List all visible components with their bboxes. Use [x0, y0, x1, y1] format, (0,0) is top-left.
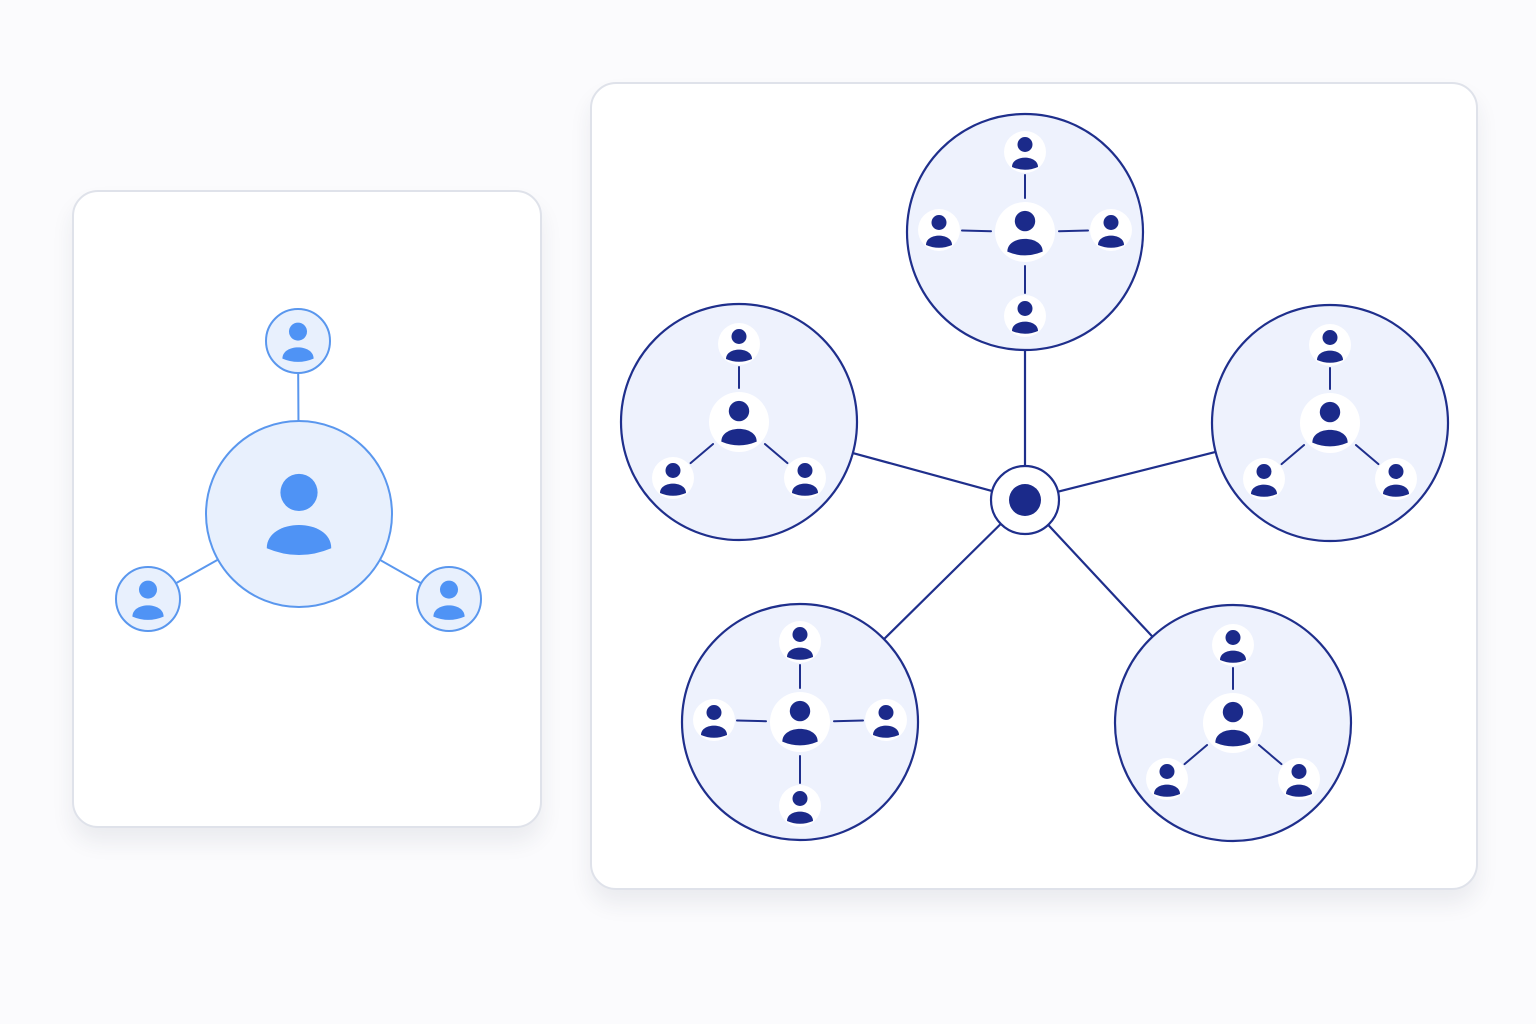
person-icon: [1012, 301, 1038, 334]
network-connector: [882, 522, 1002, 641]
member-link: [960, 229, 993, 233]
network-connector: [1056, 450, 1217, 493]
person-icon: [926, 215, 952, 248]
person-icon: [1007, 210, 1043, 256]
connector-line: [174, 558, 219, 585]
person-icon: [660, 463, 686, 496]
person-icon: [782, 700, 818, 746]
member-link: [1354, 443, 1380, 466]
team-cluster: [1210, 303, 1450, 543]
person-icon: [1012, 137, 1038, 170]
member-link: [689, 442, 715, 465]
member-link: [735, 719, 768, 723]
team-member-node: [265, 308, 331, 374]
person-icon: [1215, 701, 1251, 747]
person-icon: [721, 400, 757, 446]
member-link: [1280, 443, 1306, 466]
person-icon: [1286, 764, 1312, 797]
person-icon: [266, 473, 332, 556]
person-icon: [701, 705, 727, 738]
person-icon: [132, 580, 164, 620]
network-center-node: [989, 464, 1061, 536]
person-icon: [1251, 464, 1277, 497]
member-link: [1257, 743, 1283, 766]
person-icon: [1317, 330, 1343, 363]
person-icon: [433, 580, 465, 620]
team-hub: [205, 420, 393, 608]
member-link: [763, 442, 789, 465]
person-icon: [1383, 464, 1409, 497]
person-icon: [282, 322, 314, 362]
person-icon: [792, 463, 818, 496]
member-link: [832, 719, 865, 723]
team-cluster: [619, 302, 859, 542]
network-connector: [1047, 523, 1154, 638]
person-icon: [1154, 764, 1180, 797]
team-cluster: [905, 112, 1145, 352]
member-link: [1057, 229, 1090, 233]
team-member-node: [115, 566, 181, 632]
team-network-diagram: [619, 112, 1450, 843]
connector-line: [378, 558, 423, 585]
person-icon: [1220, 630, 1246, 663]
dot-icon: [1009, 484, 1041, 516]
team-member-node: [416, 566, 482, 632]
single-team-diagram: [115, 308, 482, 632]
person-icon: [726, 329, 752, 362]
network-connector: [851, 451, 994, 493]
person-icon: [787, 791, 813, 824]
person-icon: [1098, 215, 1124, 248]
team-cluster: [680, 602, 920, 842]
team-cluster: [1113, 603, 1353, 843]
person-icon: [1312, 401, 1348, 447]
person-icon: [873, 705, 899, 738]
person-icon: [787, 627, 813, 660]
member-link: [1183, 743, 1209, 766]
